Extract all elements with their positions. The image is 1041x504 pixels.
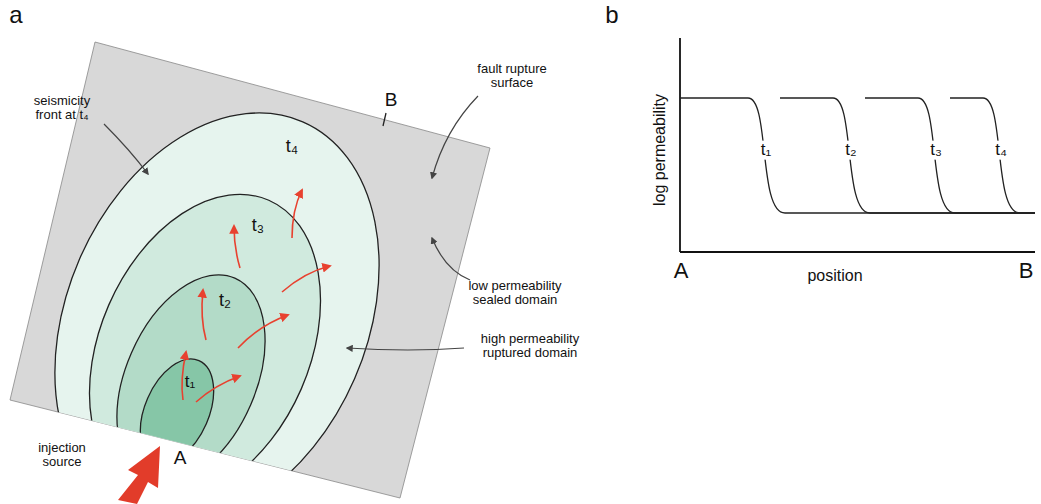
leader-label: fault rupture surface — [471, 62, 553, 91]
axis-end-label: B — [1019, 259, 1034, 283]
front-t4 — [0, 62, 440, 504]
time-label: t₁ — [185, 373, 195, 392]
curve-label: t₄ — [992, 141, 1010, 160]
time-label: t₂ — [219, 291, 231, 311]
leader-label: low permeability sealed domain — [453, 279, 578, 308]
time-label: t₄ — [286, 137, 298, 157]
curve-label: t₁ — [758, 141, 774, 160]
front-t2 — [88, 252, 295, 504]
source-label: injection source — [22, 441, 102, 470]
leader-label: high permeability ruptured domain — [468, 332, 593, 361]
permeability-curves — [680, 98, 1035, 213]
curve-label: t₃ — [927, 141, 945, 160]
plot-axes — [680, 38, 1035, 252]
axis-title: log permeability — [651, 94, 669, 206]
end-label: B — [385, 90, 398, 111]
curve-label: t₂ — [842, 141, 859, 160]
panel-letter: a — [9, 2, 22, 28]
panel-letter: b — [605, 2, 618, 28]
axis-title: position — [807, 267, 862, 285]
time-label: t₃ — [252, 216, 264, 236]
front-t1 — [126, 348, 229, 474]
injection-arrow — [118, 446, 160, 504]
axis-end-label: A — [674, 259, 689, 283]
end-label: A — [174, 448, 187, 469]
front-t3 — [45, 158, 365, 504]
leader-label: seismicity front at t₄ — [20, 94, 104, 123]
flow-arrows — [182, 190, 330, 402]
leader-arrows — [104, 96, 478, 350]
b-tick — [383, 113, 386, 126]
